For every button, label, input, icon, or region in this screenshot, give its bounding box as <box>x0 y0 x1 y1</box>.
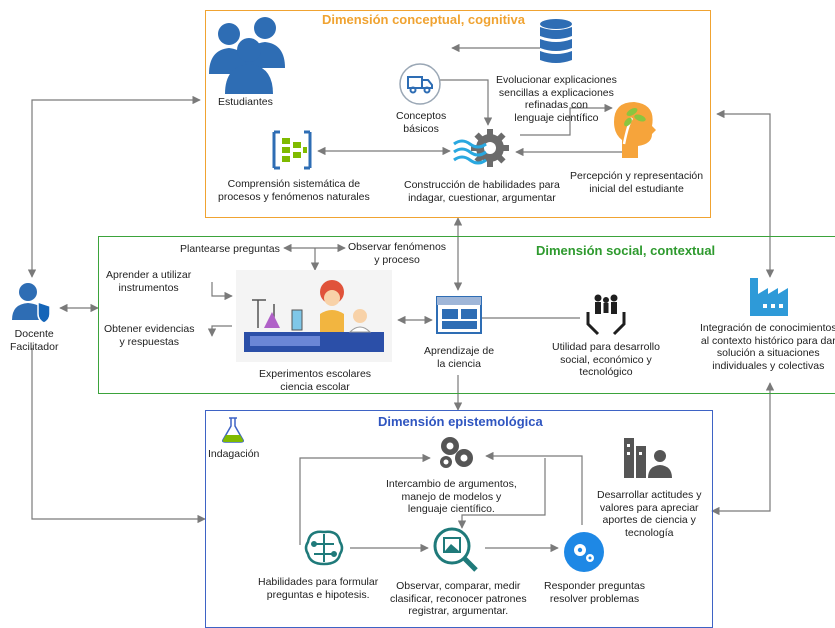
factory-icon <box>750 278 788 316</box>
observar-comparar-label: Observar, comparar, medir clasificar, re… <box>390 580 527 617</box>
edge-responder-intercambio <box>485 451 583 525</box>
conceptual-title: Dimensión conceptual, cognitiva <box>322 12 525 27</box>
plantearse-label: Plantearse preguntas <box>180 243 280 255</box>
lab-scene-icon <box>236 270 392 362</box>
conceptual-box <box>205 10 711 218</box>
estudiantes-label: Estudiantes <box>218 96 273 108</box>
evolucionar-label: Evolucionar explicaciones sencillas a ex… <box>496 74 617 124</box>
edge-instrumentos-lab <box>211 282 233 301</box>
obtener-evidencias-label: Obtener evidencias y respuestas <box>104 323 195 348</box>
dataflow-icon <box>272 130 312 170</box>
hands-people-icon <box>586 294 626 336</box>
aprendizaje-label: Aprendizaje de la ciencia <box>424 345 495 370</box>
edge-docente-epistemic <box>31 348 206 524</box>
utilidad-label: Utilidad para desarrollo social, económi… <box>552 341 660 378</box>
habilidades-label: Habilidades para formular preguntas e hi… <box>258 576 379 601</box>
percepcion-label: Percepción y representación inicial del … <box>570 170 704 195</box>
database-icon <box>540 19 572 63</box>
edge-intercambio-observar <box>457 458 546 529</box>
gear-wave-icon <box>453 129 509 167</box>
people-group-icon <box>209 17 285 94</box>
responder-label: Responder preguntas resolver problemas <box>544 580 645 605</box>
brain-circuit-icon <box>304 530 344 566</box>
edge-habilidades-intercambio <box>299 453 431 545</box>
experimentos-label: Experimentos escolares ciencia escolar <box>259 368 372 393</box>
edge-estudiantes-docente <box>27 95 201 278</box>
intercambio-label: Intercambio de argumentos, manejo de mod… <box>386 478 517 515</box>
integracion-label: Integración de conocimientos al contexto… <box>700 322 835 372</box>
social-box <box>98 236 835 394</box>
epistemic-title: Dimensión epistemológica <box>378 414 543 429</box>
edge-integracion-desarrollar <box>711 382 775 516</box>
edge-evidencias-lab <box>207 325 232 337</box>
teacher-icon <box>12 283 51 324</box>
flask-icon <box>222 417 244 443</box>
city-person-icon <box>624 438 672 478</box>
gears-icon <box>440 437 473 468</box>
indagacion-label: Indagación <box>208 448 260 460</box>
edge-construccion-evolucionar <box>520 103 613 136</box>
edge-conceptual-integracion <box>716 109 775 278</box>
window-panels-icon <box>436 296 482 334</box>
gear-circle-icon <box>564 532 604 572</box>
head-plant-icon <box>614 102 656 158</box>
observar-fenomenos-label: Observar fenómenos y proceso <box>348 241 447 266</box>
aprender-instrumentos-label: Aprender a utilizar instrumentos <box>106 269 192 294</box>
desarrollar-label: Desarrollar actitudes y valores para apr… <box>597 489 702 539</box>
truck-icon <box>399 63 441 105</box>
construccion-label: Construcción de habilidades para indagar… <box>404 179 560 204</box>
conceptos-label: Conceptos básicos <box>396 110 447 135</box>
image-search-icon <box>433 527 478 572</box>
docente-label: Docente Facilitador <box>10 328 59 353</box>
comprension-label: Comprensión sistemática de procesos y fe… <box>218 178 370 203</box>
edge-conceptos-construccion <box>440 79 493 126</box>
social-title: Dimensión social, contextual <box>536 243 716 258</box>
